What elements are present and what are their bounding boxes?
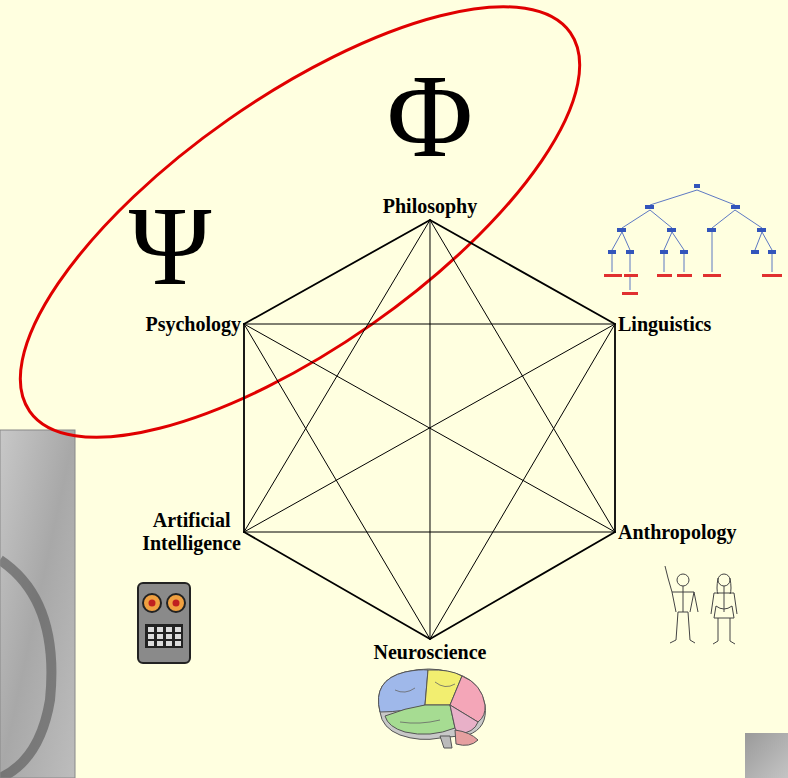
connector-line <box>430 532 615 639</box>
discipline-label: Anthropology <box>618 521 737 544</box>
connector-line <box>244 220 430 324</box>
discipline-label: Neuroscience <box>374 641 487 664</box>
connector-line <box>430 324 615 639</box>
syntax-tree-icon <box>612 190 772 290</box>
syntax-tree-leaves <box>604 274 782 295</box>
photo-fragment <box>745 733 788 778</box>
highlight-ellipse <box>0 0 642 514</box>
greek-symbol: Ψ <box>129 190 212 302</box>
discipline-label: Linguistics <box>618 313 711 336</box>
connector-line <box>244 532 615 533</box>
brain-icon <box>378 669 485 748</box>
discipline-node: Artificial Intelligence <box>139 507 244 557</box>
photo-fragment <box>0 430 75 778</box>
discipline-node: Anthropology <box>615 519 740 546</box>
connector-line <box>244 532 430 639</box>
discipline-label: Philosophy <box>383 195 477 218</box>
discipline-label: Artificial Intelligence <box>142 509 241 555</box>
connector-line <box>430 220 615 324</box>
connector-line <box>244 324 430 639</box>
connector-line <box>244 324 615 532</box>
discipline-node: Linguistics <box>615 311 714 338</box>
robot-icon <box>138 583 190 663</box>
connector-line <box>244 324 615 532</box>
discipline-node: Philosophy <box>380 193 480 220</box>
discipline-node: Psychology <box>142 311 244 338</box>
connector-line <box>615 324 616 532</box>
syntax-tree-nodes <box>608 184 776 254</box>
connector-line <box>244 324 245 532</box>
connector-line <box>429 220 430 639</box>
discipline-label: Psychology <box>145 313 241 336</box>
discipline-node: Neuroscience <box>371 639 490 666</box>
greek-symbol: Φ <box>387 58 473 176</box>
connector-line <box>244 324 615 325</box>
human-figures-icon <box>665 566 737 644</box>
